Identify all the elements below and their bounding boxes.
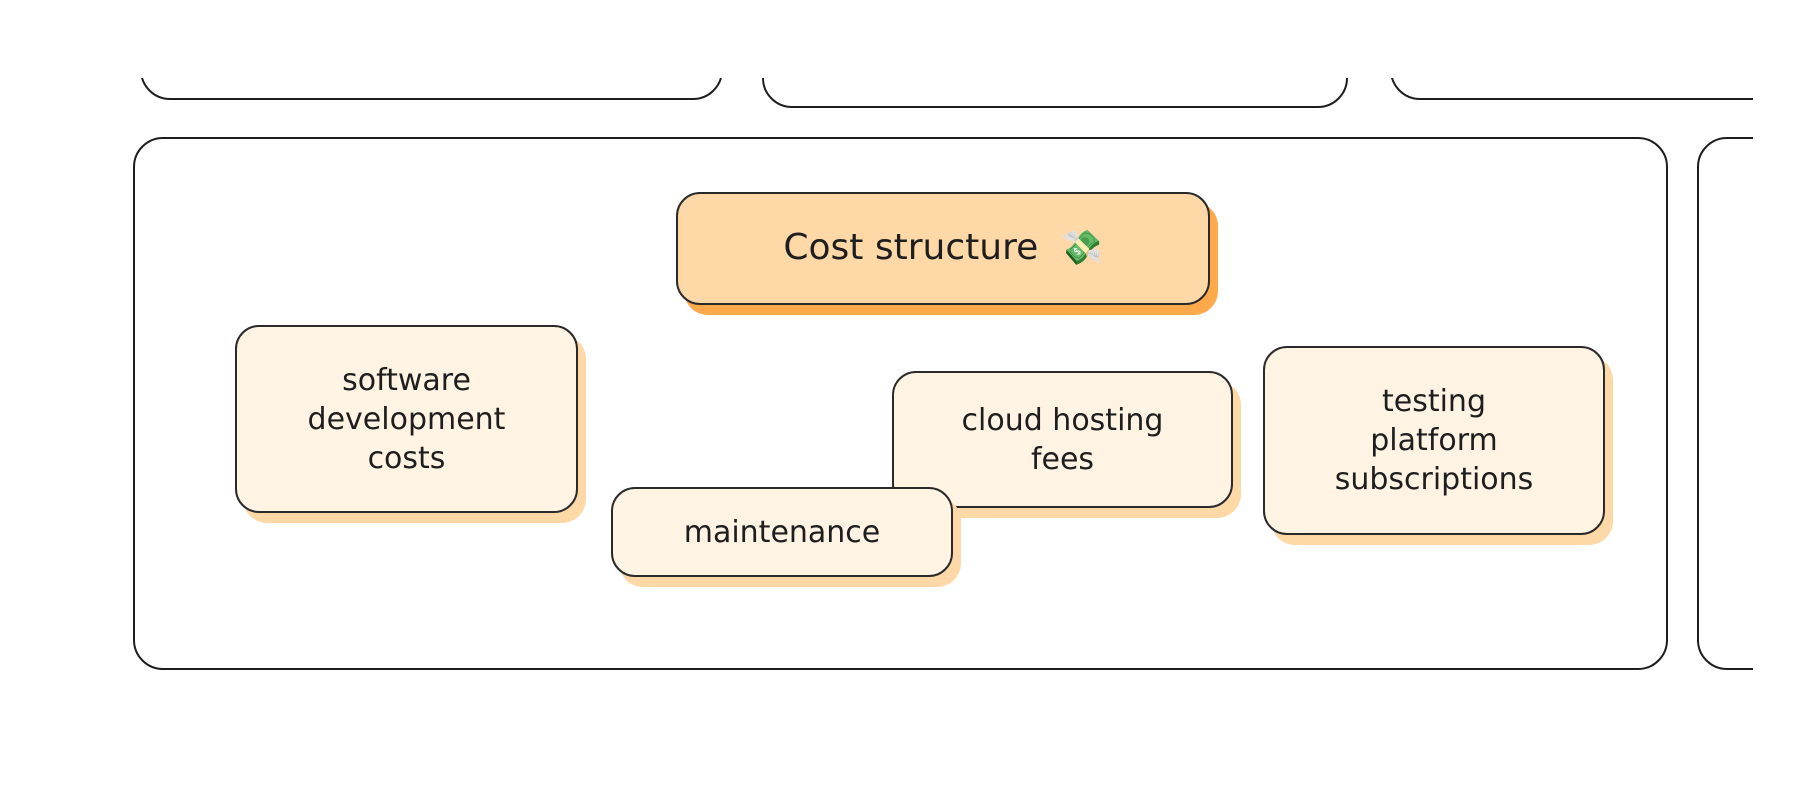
money-with-wings-icon: 💸 (1060, 228, 1103, 269)
frame-top-center[interactable] (762, 78, 1348, 108)
card-text: testing platform subscriptions (1334, 384, 1534, 497)
card-software-development-costs[interactable]: software development costs (235, 325, 578, 513)
cost-structure-title[interactable]: Cost structure 💸 (676, 192, 1210, 305)
card-text: maintenance (683, 514, 881, 550)
frame-right-partial[interactable] (1697, 137, 1753, 670)
card-testing-platform-subscriptions[interactable]: testing platform subscriptions (1263, 346, 1605, 535)
card-text: cloud hosting fees (961, 402, 1164, 477)
card-text: software development costs (307, 362, 506, 476)
frame-top-left[interactable] (140, 78, 723, 100)
frame-top-right[interactable] (1390, 78, 1753, 100)
card-cloud-hosting-fees[interactable]: cloud hosting fees (892, 371, 1233, 508)
title-text: Cost structure (783, 227, 1039, 269)
card-maintenance[interactable]: maintenance (611, 487, 953, 577)
